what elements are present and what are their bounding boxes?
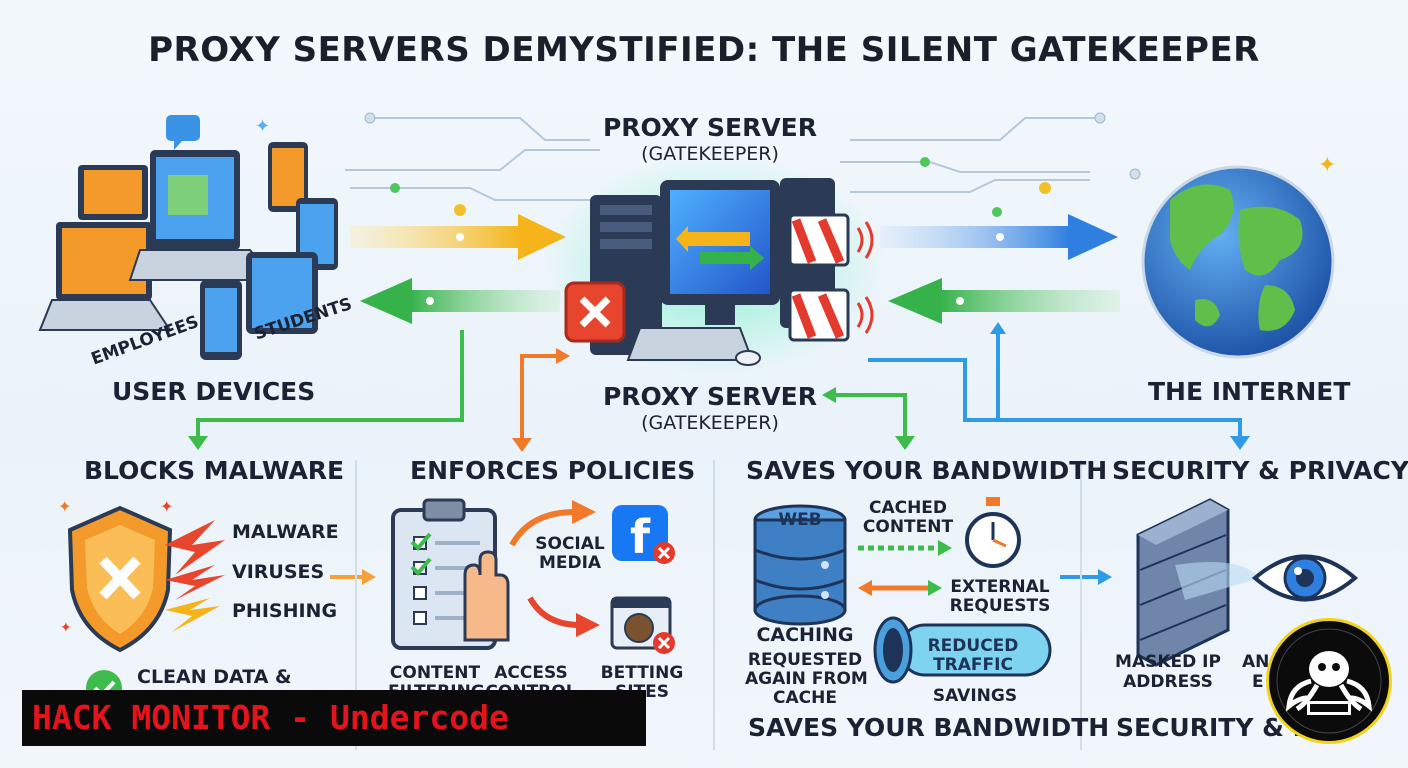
proxy-server-label-bottom: PROXY SERVER	[602, 382, 818, 411]
external-requests-label-2: REQUESTS	[949, 596, 1051, 616]
access-control-label-1: ACCESS	[494, 663, 568, 683]
globe-icon: ✦	[1141, 153, 1336, 359]
cache-note-2: AGAIN FROM	[745, 669, 868, 689]
anonymity-label-2: E	[1252, 672, 1264, 692]
stopwatch-icon	[965, 497, 1021, 568]
svg-text:✦: ✦	[255, 116, 270, 137]
circuit-dots	[364, 112, 1141, 217]
masked-ip-label-2: ADDRESS	[1123, 672, 1213, 692]
section-connectors	[196, 330, 1242, 440]
orange-arrow	[330, 569, 376, 585]
proxy-server-illustration	[545, 155, 885, 375]
octopus-logo	[1266, 618, 1392, 744]
cache-note-1: REQUESTED	[747, 650, 863, 670]
circuit-lines	[345, 117, 1100, 201]
proxy-server-sub-bottom: (GATEKEEPER)	[641, 412, 779, 434]
bandwidth-footer: SAVES YOUR BANDWIDTH	[748, 713, 1110, 742]
social-media-label-1: SOCIAL	[535, 534, 605, 554]
threat-item-viruses: VIRUSES	[232, 561, 325, 583]
user-devices-label: USER DEVICES	[112, 377, 316, 406]
proxy-server-label-top: PROXY SERVER	[602, 113, 818, 142]
content-filtering-label-1: CONTENT	[389, 663, 481, 683]
policy-arrows	[509, 500, 600, 637]
masked-ip-label-1: MASKED IP	[1115, 652, 1221, 672]
blue-arrow	[1060, 569, 1112, 585]
external-requests-label-1: EXTERNAL	[950, 577, 1050, 597]
web-label: WEB	[778, 510, 822, 530]
clean-data-label: CLEAN DATA &	[137, 666, 292, 688]
malware-heading: BLOCKS MALWARE	[84, 456, 345, 485]
policies-heading: ENFORCES POLICIES	[410, 456, 696, 485]
eye-icon	[1175, 554, 1359, 602]
page-title: PROXY SERVERS DEMYSTIFIED: THE SILENT GA…	[148, 30, 1260, 70]
svg-text:✦: ✦	[1318, 153, 1336, 178]
clipboard-icon	[391, 498, 510, 650]
hack-monitor-banner: HACK MONITOR - Undercode	[22, 690, 646, 746]
section-divider	[355, 460, 357, 750]
betting-site-icon	[610, 596, 675, 654]
connector-heads	[188, 322, 1250, 452]
cached-content-label-2: CONTENT	[862, 517, 954, 537]
reduced-traffic-label-1: REDUCED	[927, 636, 1019, 656]
security-heading: SECURITY & PRIVACY	[1112, 456, 1408, 485]
betting-sites-label-1: BETTING	[600, 663, 684, 683]
internet-label: THE INTERNET	[1148, 377, 1351, 406]
database-icon	[753, 504, 847, 626]
cached-content-label-1: CACHED	[868, 498, 948, 518]
anonymity-label-1: AN	[1242, 652, 1270, 672]
reduced-traffic-label-2: TRAFFIC	[933, 655, 1013, 675]
svg-text:✦: ✦	[58, 497, 71, 516]
caching-label: CACHING	[756, 624, 854, 646]
section-divider	[1080, 460, 1082, 750]
bandwidth-arrows	[858, 540, 952, 596]
cache-note-3: CACHE	[773, 688, 837, 708]
facebook-icon: f	[612, 505, 675, 564]
section-divider	[713, 460, 715, 750]
svg-text:✦: ✦	[60, 620, 72, 636]
savings-label: SAVINGS	[932, 686, 1018, 706]
threat-item-malware: MALWARE	[232, 521, 339, 543]
user-devices-illustration: ✦	[38, 115, 338, 360]
flow-arrows	[350, 214, 1120, 324]
proxy-server-sub-top: (GATEKEEPER)	[641, 143, 779, 165]
pipe-icon	[873, 616, 1052, 684]
social-media-label-2: MEDIA	[538, 553, 602, 573]
svg-text:✦: ✦	[160, 497, 173, 516]
svg-text:f: f	[630, 510, 651, 564]
threat-item-phishing: PHISHING	[232, 600, 338, 622]
bandwidth-heading: SAVES YOUR BANDWIDTH	[746, 456, 1108, 485]
